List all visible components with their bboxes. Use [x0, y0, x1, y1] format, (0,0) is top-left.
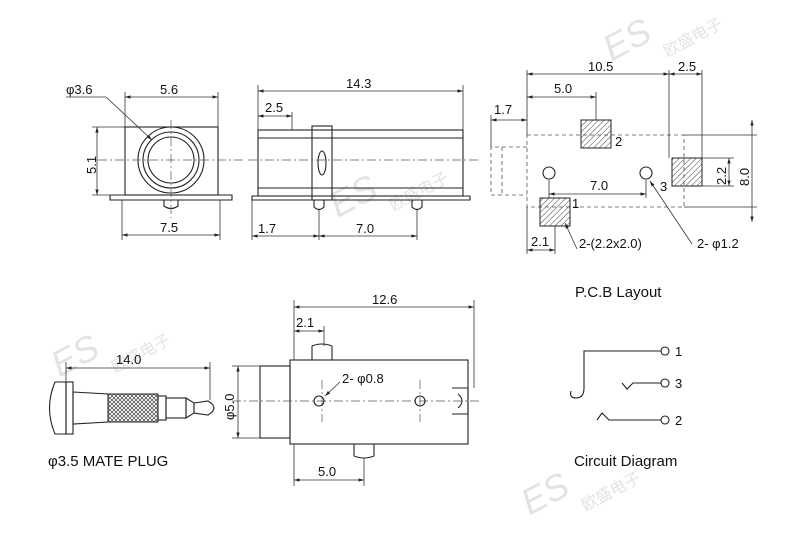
hole-size-label: 2- φ1.2 — [697, 236, 739, 251]
pad-label-2: 2 — [615, 134, 622, 149]
dim-height: 5.1 — [84, 156, 99, 174]
plug-caption: φ3.5 MATE PLUG — [48, 453, 168, 470]
dim-pin-spacing: 7.0 — [356, 221, 374, 236]
dim-top-length: 12.6 — [372, 292, 397, 307]
top-view: 12.6 2.1 φ5.0 2- φ0.8 5.0 — [222, 292, 480, 486]
pad-label-1: 1 — [572, 196, 579, 211]
dim-pin-offset: 1.7 — [258, 221, 276, 236]
dim-pcb-spacing: 7.0 — [590, 178, 608, 193]
pcb-layout: 2 3 1 10.5 2.5 5.0 1.7 7.0 2.2 8.0 — [490, 59, 757, 301]
circuit-label-1: 1 — [675, 344, 682, 359]
hole-right — [639, 166, 653, 180]
dim-pcb-bottom: 2.1 — [531, 234, 549, 249]
holes-label: 2- φ0.8 — [342, 371, 384, 386]
dim-pcb-left: 1.7 — [494, 102, 512, 117]
dim-pcb-right: 2.5 — [678, 59, 696, 74]
dim-diameter: φ3.6 — [66, 82, 93, 97]
dim-front-len: 2.5 — [265, 100, 283, 115]
pad-size-label: 2-(2.2x2.0) — [579, 236, 642, 251]
dim-length: 14.3 — [346, 76, 371, 91]
circuit-caption: Circuit Diagram — [574, 453, 677, 470]
circuit-pin-2 — [660, 415, 670, 425]
watermark-chars: 欧盛电子 — [387, 169, 452, 215]
mate-plug: 14.0 φ3.5 MATE PLUG — [48, 352, 215, 470]
dim-pcb-mid: 5.0 — [554, 81, 572, 96]
circuit-pin-1 — [660, 346, 670, 356]
side-view: 14.3 2.5 1.7 7.0 — [248, 76, 478, 240]
watermark-es: ES — [514, 464, 576, 523]
dim-top-front: 2.1 — [296, 315, 314, 330]
watermark: ES 欧盛电子 ES 欧盛电子 ES 欧盛电子 ES 欧盛电子 — [44, 10, 726, 523]
dim-width-bottom: 7.5 — [160, 220, 178, 235]
watermark-chars: 欧盛电子 — [661, 15, 726, 61]
front-view: 5.6 φ3.6 5.1 7.5 — [66, 82, 245, 240]
mount-hole-left — [313, 395, 325, 407]
pcb-title: P.C.B Layout — [575, 284, 662, 301]
hole-left — [542, 166, 556, 180]
watermark-chars: 欧盛电子 — [579, 469, 644, 515]
pad-label-3: 3 — [660, 179, 667, 194]
dim-pad-height: 2.2 — [714, 167, 729, 185]
circuit-diagram: 1 3 2 Circuit Diagram — [570, 344, 682, 470]
dim-pcb-total: 10.5 — [588, 59, 613, 74]
dim-width-top: 5.6 — [160, 82, 178, 97]
pad-2 — [580, 119, 612, 149]
dim-plug-length: 14.0 — [116, 352, 141, 367]
pad-1 — [539, 197, 571, 227]
pad-3 — [671, 157, 703, 187]
circuit-label-2: 2 — [675, 413, 682, 428]
mount-hole-right — [414, 395, 426, 407]
dim-top-spacing: 5.0 — [318, 464, 336, 479]
dim-top-width: φ5.0 — [222, 393, 237, 420]
watermark-es: ES — [44, 326, 106, 385]
circuit-label-3: 3 — [675, 376, 682, 391]
dim-pcb-height: 8.0 — [737, 168, 752, 186]
circuit-pin-3 — [660, 378, 670, 388]
